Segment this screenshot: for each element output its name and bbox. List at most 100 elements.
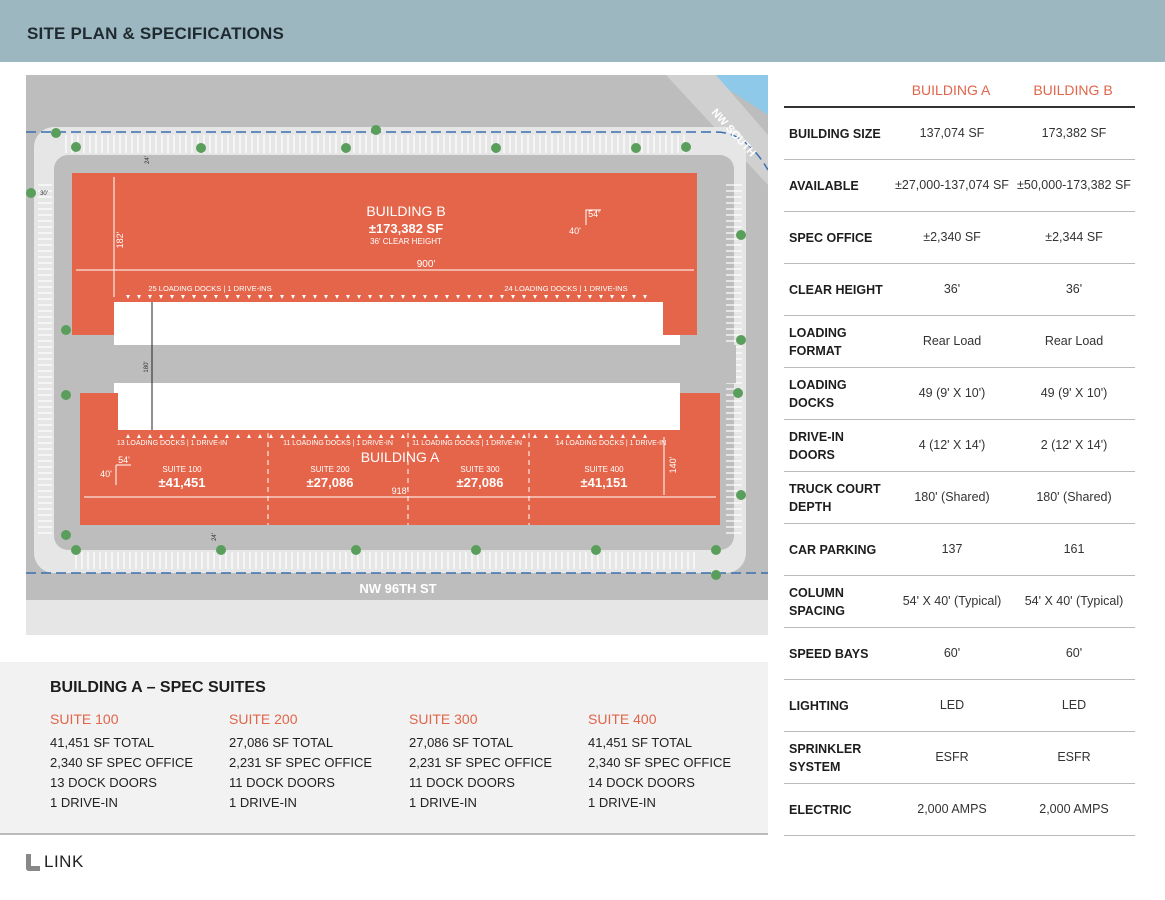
logo-text: LINK [44, 852, 84, 871]
tree-icon [491, 143, 501, 153]
dock-door-icon [247, 295, 251, 299]
page-title: SITE PLAN & SPECIFICATIONS [27, 24, 285, 43]
dock-door-icon [632, 434, 636, 438]
suite-title: SUITE 300 [409, 711, 478, 727]
building-b-value: 2 (12' X 14') [1040, 438, 1108, 452]
col-building-a: BUILDING A [911, 82, 991, 98]
tree-icon [351, 545, 361, 555]
suite-docks: 14 LOADING DOCKS | 1 DRIVE-IN [556, 440, 666, 447]
spec-label: SPEC OFFICE [789, 230, 873, 245]
dock-door-icon [533, 295, 537, 299]
suite-label: SUITE 200 [310, 465, 350, 474]
suite-label: SUITE 300 [460, 465, 500, 474]
dock-door-icon [412, 295, 416, 299]
suite-detail: 27,086 SF TOTAL [229, 735, 334, 750]
dock-door-icon [137, 295, 141, 299]
dock-door-icon [280, 434, 284, 438]
suite-detail: 41,451 SF TOTAL [588, 735, 693, 750]
building-a-value: 137 [941, 542, 963, 556]
building-b-depth-dim: 182' [115, 231, 125, 248]
building-a-name: BUILDING A [361, 449, 440, 465]
tree-icon [591, 545, 601, 555]
dock-door-icon [511, 295, 515, 299]
suite-label: SUITE 100 [162, 465, 202, 474]
dock-door-icon [423, 295, 427, 299]
dock-door-icon [456, 434, 460, 438]
dock-door-icon [511, 434, 515, 438]
tree-icon [196, 143, 206, 153]
dock-door-icon [467, 434, 471, 438]
tree-icon [631, 143, 641, 153]
dock-door-icon [181, 434, 185, 438]
dock-door-icon [500, 295, 504, 299]
dock-door-icon [126, 434, 130, 438]
dock-door-icon [357, 434, 361, 438]
dock-door-icon [214, 295, 218, 299]
building-b-clear-height: 36' CLEAR HEIGHT [370, 237, 442, 246]
dock-door-icon [555, 295, 559, 299]
dock-door-icon [225, 295, 229, 299]
dock-door-icon [181, 295, 185, 299]
dock-door-icon [280, 295, 284, 299]
building-b-value: 36' [1065, 282, 1083, 296]
building-a-value: 2,000 AMPS [917, 802, 987, 816]
suite-docks: 11 LOADING DOCKS | 1 DRIVE-IN [283, 440, 393, 447]
link-logo-icon [26, 853, 40, 871]
suite-size: ±41,151 [581, 475, 628, 490]
dock-door-icon [137, 434, 141, 438]
dock-door-icon [478, 434, 482, 438]
dock-door-icon [170, 295, 174, 299]
building-b-value: 161 [1063, 542, 1085, 556]
dock-door-icon [148, 434, 152, 438]
drive-dim-bottom: 24' [212, 533, 218, 541]
tree-icon [736, 230, 746, 240]
dock-door-icon [203, 295, 207, 299]
suite-title: SUITE 100 [50, 711, 119, 727]
dock-door-icon [357, 295, 361, 299]
dock-door-icon [269, 434, 273, 438]
dock-door-icon [291, 295, 295, 299]
dock-door-icon [192, 434, 196, 438]
col-building-b: BUILDING B [1033, 82, 1113, 98]
tree-icon [71, 142, 81, 152]
dock-door-icon [269, 295, 273, 299]
suite-detail: 1 DRIVE-IN [50, 795, 118, 810]
suite-title: SUITE 200 [229, 711, 298, 727]
site-plan-map: BUILDING B ±173,382 SF 36' CLEAR HEIGHT … [26, 75, 768, 635]
dock-door-icon [335, 434, 339, 438]
building-b-value: 2,000 AMPS [1039, 802, 1109, 816]
table-row: DRIVE-IN DOORS 4 (12' X 14') 2 (12' X 14') [784, 420, 1135, 472]
dock-door-icon [368, 295, 372, 299]
building-a-value: 4 (12' X 14') [918, 438, 986, 452]
spec-suites-panel: BUILDING A – SPEC SUITES SUITE 100 41,451… [0, 662, 768, 835]
dock-door-icon [566, 295, 570, 299]
dock-door-icon [478, 295, 482, 299]
loading-docks [126, 295, 647, 438]
spec-label: AVAILABLE [789, 178, 859, 193]
spec-suites-title: BUILDING A – SPEC SUITES [50, 679, 266, 696]
dock-door-icon [500, 434, 504, 438]
dock-door-icon [236, 295, 240, 299]
dock-door-icon [126, 295, 130, 299]
building-a-col-w: 54' [118, 455, 130, 465]
dock-door-icon [588, 295, 592, 299]
tree-icon [733, 388, 743, 398]
dock-door-icon [577, 295, 581, 299]
dock-door-icon [192, 295, 196, 299]
suite-detail: 2,340 SF SPEC OFFICE [50, 755, 194, 770]
suite-detail: 13 DOCK DOORS [50, 775, 157, 790]
tree-icon [216, 545, 226, 555]
spec-label: DRIVE-IN DOORS [789, 429, 844, 462]
dock-door-icon [434, 434, 438, 438]
dock-door-icon [489, 434, 493, 438]
building-b-width-dim: 900' [417, 259, 436, 270]
